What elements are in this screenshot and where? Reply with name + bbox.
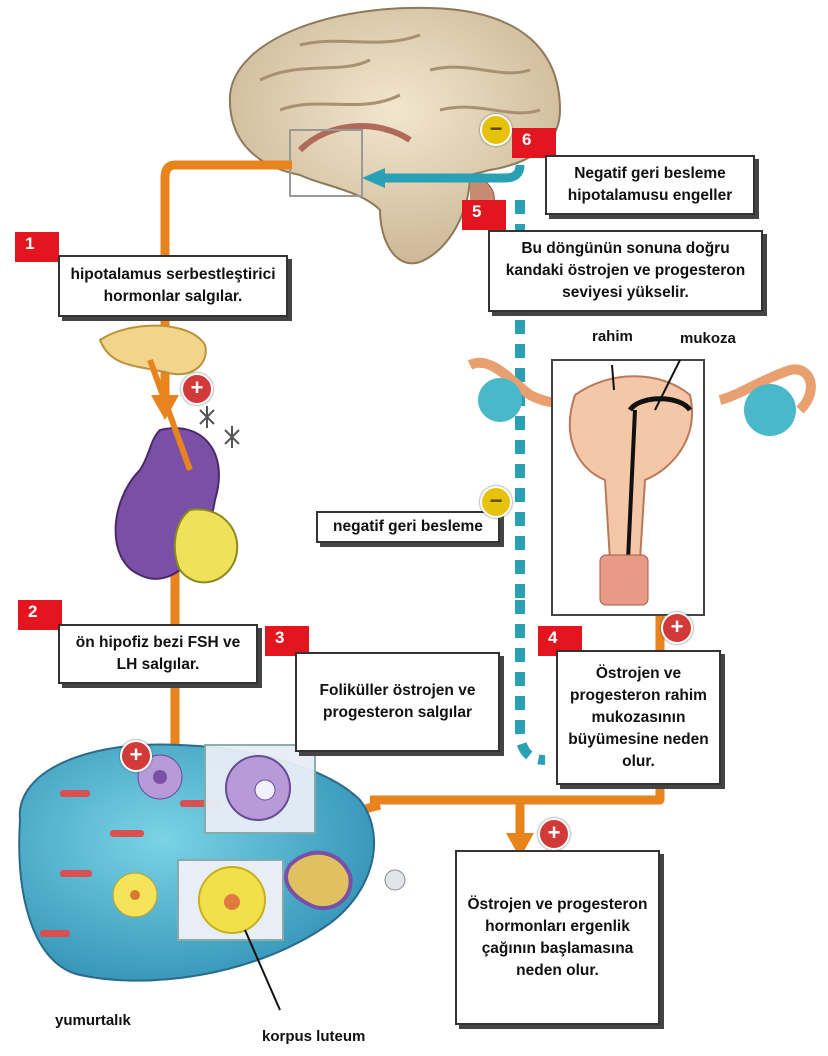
puberty-box: Östrojen ve progesteron hormonları ergen…: [455, 850, 660, 1025]
inhibit-hypothalamus-icon: −: [480, 114, 512, 146]
uterus-label: rahim: [592, 328, 633, 345]
pituitary-illustration: [100, 326, 239, 583]
step-6-badge: 6: [512, 128, 556, 158]
stimulate-uterus-icon: +: [661, 612, 693, 644]
stimulate-puberty-icon: +: [538, 818, 570, 850]
step-2-badge: 2: [18, 600, 62, 630]
step-5-badge: 5: [462, 200, 506, 230]
stimulate-pituitary-icon: +: [181, 373, 213, 405]
follicles-box: Foliküller östrojen ve progesteron salgı…: [295, 652, 500, 752]
uterus-growth-box: Östrojen ve progesteron rahim mukozasını…: [556, 650, 721, 785]
stimulate-ovary-icon: +: [120, 740, 152, 772]
corpus-luteum-label: korpus luteum: [262, 1028, 365, 1045]
negative-feedback-label-box: negatif geri besleme: [316, 511, 500, 543]
step-1-badge: 1: [15, 232, 59, 262]
blood-levels-box: Bu döngünün sonuna doğru kandaki östroje…: [488, 230, 763, 312]
ovary-label: yumurtalık: [55, 1012, 131, 1029]
negative-feedback-top-box: Negatif geri besleme hipotalamusu engell…: [545, 155, 755, 215]
hypothalamus-box: hipotalamus serbestleştirici hormonlar s…: [58, 255, 288, 317]
pituitary-box: ön hipofiz bezi FSH ve LH salgılar.: [58, 624, 258, 684]
mucosa-label: mukoza: [680, 330, 736, 347]
inhibit-feedback-icon: −: [480, 486, 512, 518]
